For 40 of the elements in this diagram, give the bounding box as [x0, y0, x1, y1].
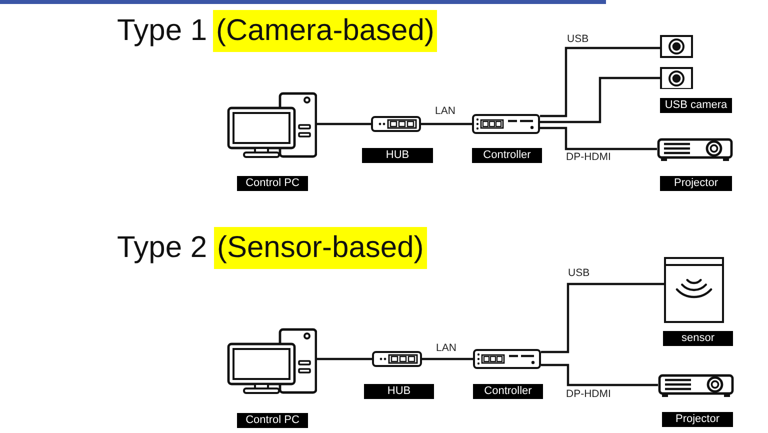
device-label: USB camera [660, 98, 732, 113]
device-label: Projector [660, 176, 732, 191]
device-label: Control PC [237, 413, 308, 428]
heading-text: Type 2 [117, 230, 208, 266]
cable-line [540, 46, 660, 118]
device-label: HUB [364, 384, 434, 399]
cable-line [422, 358, 473, 360]
device-label: sensor [663, 331, 733, 346]
cable-line [317, 122, 371, 126]
projector-icon [657, 138, 733, 162]
sensor-icon [664, 257, 724, 323]
device-label: Controller [473, 384, 543, 399]
edge-label: USB [568, 267, 590, 279]
camera-icon [660, 35, 693, 58]
edge-label: LAN [435, 105, 456, 117]
controller-device-icon [472, 114, 540, 134]
edge-label: DP-HDMI [566, 388, 611, 400]
cable-line [540, 126, 657, 150]
highlighted-heading: (Camera-based) [213, 10, 438, 52]
cable-line [541, 282, 664, 354]
device-label: Control PC [237, 176, 308, 191]
device-label: HUB [362, 148, 433, 163]
highlighted-heading: (Sensor-based) [214, 227, 427, 269]
edge-label: DP-HDMI [566, 151, 611, 163]
cable-line [540, 76, 660, 124]
device-label: Controller [472, 148, 542, 163]
projector-icon [658, 374, 734, 397]
edge-label: LAN [436, 342, 456, 354]
cable-line [421, 122, 472, 126]
desktop-computer-icon [227, 92, 317, 158]
network-hub-icon [371, 116, 421, 132]
network-hub-icon [372, 351, 422, 367]
controller-device-icon [473, 349, 541, 369]
desktop-computer-icon [227, 328, 317, 394]
camera-icon [660, 67, 693, 89]
device-label: Projector [662, 412, 733, 427]
heading-text: Type 1 [117, 13, 208, 49]
cable-line [317, 358, 372, 360]
cable-line [541, 364, 658, 386]
edge-label: USB [567, 33, 589, 45]
